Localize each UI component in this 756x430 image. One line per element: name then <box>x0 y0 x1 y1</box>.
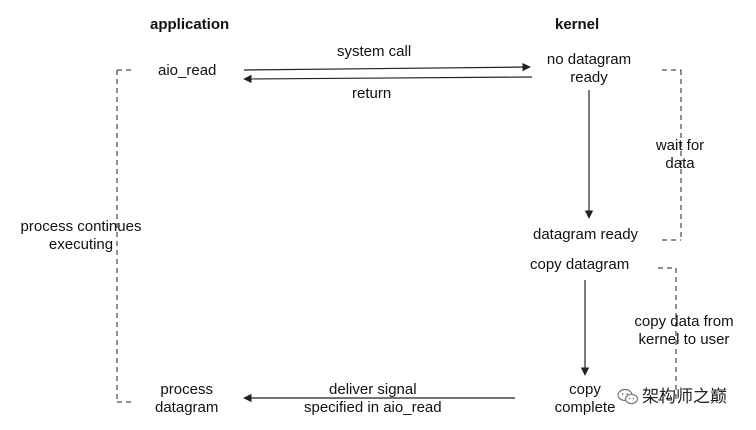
application-header: application <box>150 16 230 33</box>
no-datagram-ready-label: no datagram ready <box>541 51 637 87</box>
system-call-label: system call <box>337 43 412 60</box>
process-continues-line1: process continues <box>20 218 142 235</box>
copy-datagram-label: copy datagram <box>530 256 630 273</box>
process-datagram-line2: datagram <box>155 399 219 416</box>
deliver-signal-label: deliver signal specified in aio_read <box>304 381 442 417</box>
deliver-signal-line2: specified in aio_read <box>304 399 442 416</box>
copy-data-label: copy data from kernel to user <box>627 313 741 349</box>
copy-data-line1: copy data from <box>634 313 734 330</box>
kernel-header: kernel <box>555 16 600 33</box>
process-datagram-line1: process <box>160 381 213 398</box>
wait-bracket <box>662 69 682 241</box>
copy-complete-line1: copy <box>569 381 601 398</box>
aio-read-label: aio_read <box>158 62 217 79</box>
wait-for-data-label: wait for data <box>650 137 710 173</box>
copy-complete-label: copy complete <box>547 381 623 417</box>
deliver-signal-line1: deliver signal <box>329 381 417 398</box>
wait-for-data-line1: wait for <box>655 137 705 154</box>
no-datagram-line2: ready <box>570 69 608 86</box>
process-datagram-label: process datagram <box>155 381 218 417</box>
app-continues-bracket <box>116 69 135 403</box>
return-label: return <box>352 85 392 102</box>
datagram-ready-label: datagram ready <box>533 226 639 243</box>
copy-data-line2: kernel to user <box>638 331 730 348</box>
process-continues-label: process continues executing <box>14 218 148 254</box>
wait-for-data-line2: data <box>665 155 695 172</box>
watermark-text: 架构师之巅 <box>642 387 727 406</box>
process-continues-line2: executing <box>48 236 114 253</box>
copy-bracket <box>658 267 677 401</box>
no-datagram-line1: no datagram <box>546 51 632 68</box>
copy-complete-line2: complete <box>554 399 616 416</box>
system-call-arrow <box>243 62 531 72</box>
wechat-icon <box>617 388 639 405</box>
return-arrow <box>243 74 533 84</box>
